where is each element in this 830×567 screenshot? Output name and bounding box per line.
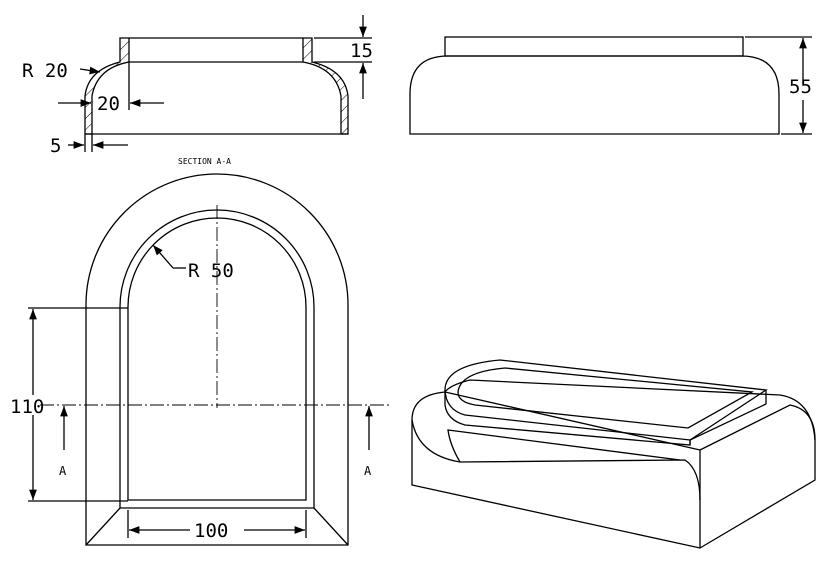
section-title: SECTION A-A	[178, 157, 231, 166]
dim-flange-height: 15	[350, 40, 373, 62]
dim-height-55: 55	[789, 76, 812, 98]
dim-radius-50: R 50	[188, 260, 234, 282]
isometric-view	[411, 359, 816, 549]
section-right-wall	[302, 37, 349, 135]
elevation-view: 55	[409, 36, 812, 135]
dim-length-110: 110	[10, 396, 44, 418]
section-label-a-right: A	[364, 464, 372, 478]
dim-thickness-5: 5	[50, 135, 61, 157]
section-left-wall	[84, 37, 130, 135]
dim-radius-20: R 20	[22, 60, 68, 82]
dim-offset-20: 20	[97, 93, 120, 115]
section-view: 15 R 20 20 5 SECTION A-A	[22, 15, 373, 166]
section-label-a-left: A	[59, 464, 67, 478]
dim-width-100: 100	[194, 520, 228, 542]
plan-view: 110 100 R 50 A A	[10, 173, 392, 546]
